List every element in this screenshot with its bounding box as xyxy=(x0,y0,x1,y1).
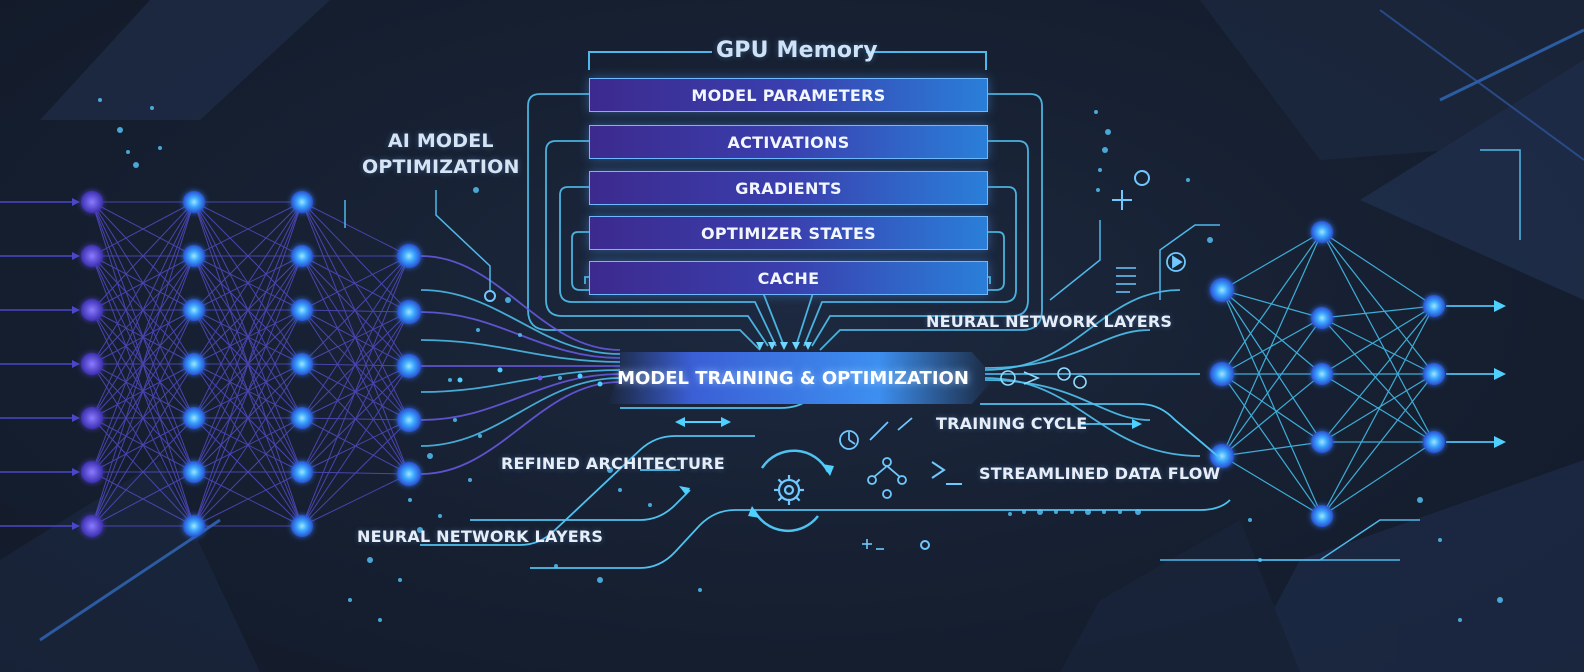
left-network-edges xyxy=(91,201,410,527)
right-output-arrows xyxy=(1446,300,1506,448)
lower-flow-lines xyxy=(420,397,1231,569)
network-node xyxy=(291,299,313,321)
hash-icon xyxy=(1116,267,1136,293)
network-node xyxy=(1210,278,1234,302)
network-node xyxy=(1423,295,1445,317)
network-node xyxy=(183,515,205,537)
neural-layers-label-right: NEURAL NETWORK LAYERS xyxy=(926,312,1173,331)
process-icon xyxy=(839,430,859,450)
streamlined-data-flow-label: STREAMLINED DATA FLOW xyxy=(979,464,1221,483)
memory-block-label: GRADIENTS xyxy=(735,178,842,198)
plus-minus-icon xyxy=(862,539,884,550)
memory-block-model-parameters: MODEL PARAMETERS xyxy=(589,78,988,112)
network-node xyxy=(291,191,313,213)
network-node xyxy=(81,353,103,375)
cycle-arrows-icon xyxy=(752,449,830,533)
network-node xyxy=(397,408,421,432)
optimization-line: OPTIMIZATION xyxy=(362,156,520,178)
neural-layers-label-bottom: NEURAL NETWORK LAYERS xyxy=(357,527,604,546)
network-node xyxy=(1311,221,1333,243)
network-node xyxy=(1210,444,1234,468)
memory-block-label: MODEL PARAMETERS xyxy=(691,85,886,105)
network-node xyxy=(397,462,421,486)
network-node xyxy=(1311,505,1333,527)
play-icon xyxy=(1166,252,1186,272)
network-node xyxy=(291,461,313,483)
gpu-memory-title: GPU Memory xyxy=(716,38,878,63)
left-network-nodes xyxy=(81,191,421,537)
right-network-nodes xyxy=(1210,221,1445,527)
flow-node-icons xyxy=(1000,367,1087,389)
network-node xyxy=(1210,362,1234,386)
network-node xyxy=(1311,431,1333,453)
network-node xyxy=(291,245,313,267)
memory-block-activations: ACTIVATIONS xyxy=(589,125,988,159)
network-node xyxy=(81,461,103,483)
memory-block-cache: CACHE xyxy=(589,261,988,295)
memory-block-label: ACTIVATIONS xyxy=(727,132,850,152)
network-node xyxy=(81,407,103,429)
terminal-icon xyxy=(931,461,962,485)
memory-block-label: CACHE xyxy=(757,268,820,288)
network-node xyxy=(183,191,205,213)
network-node xyxy=(81,299,103,321)
main-process-label: MODEL TRAINING & OPTIMIZATION xyxy=(617,367,969,389)
branch-icon xyxy=(867,457,907,499)
network-node xyxy=(183,407,205,429)
main-process-bar xyxy=(607,352,995,404)
memory-block-label: OPTIMIZER STATES xyxy=(701,223,876,243)
network-node xyxy=(183,353,205,375)
plus-icon xyxy=(1112,190,1132,210)
network-node xyxy=(291,353,313,375)
small-ring-icons xyxy=(484,170,1150,550)
network-node xyxy=(397,244,421,268)
right-network-edges xyxy=(1221,231,1435,517)
network-node xyxy=(291,515,313,537)
network-node xyxy=(397,354,421,378)
memory-block-gradients: GRADIENTS xyxy=(589,171,988,205)
network-node xyxy=(183,299,205,321)
network-node xyxy=(291,407,313,429)
memory-block-optimizer-states: OPTIMIZER STATES xyxy=(589,216,988,250)
ai-model-line: AI MODEL xyxy=(387,130,494,152)
ai-model-optimization-label: AI MODEL OPTIMIZATION xyxy=(362,128,520,180)
gpu-memory-bracket xyxy=(588,51,987,70)
diagonal-arrow-icon xyxy=(869,417,913,441)
network-node xyxy=(1311,363,1333,385)
scatter-dots xyxy=(98,98,1503,622)
network-node xyxy=(397,300,421,324)
gear-icon xyxy=(774,475,804,505)
training-cycle-label: TRAINING CYCLE xyxy=(936,414,1088,433)
network-node xyxy=(1423,363,1445,385)
refined-architecture-label: REFINED ARCHITECTURE xyxy=(501,454,725,473)
network-node xyxy=(1311,307,1333,329)
left-input-arrows xyxy=(0,198,80,530)
network-node xyxy=(183,461,205,483)
network-node xyxy=(81,245,103,267)
converging-streams xyxy=(420,255,1201,475)
network-node xyxy=(81,191,103,213)
network-node xyxy=(183,245,205,267)
network-node xyxy=(1423,431,1445,453)
decor-lines xyxy=(344,149,1521,561)
network-node xyxy=(81,515,103,537)
